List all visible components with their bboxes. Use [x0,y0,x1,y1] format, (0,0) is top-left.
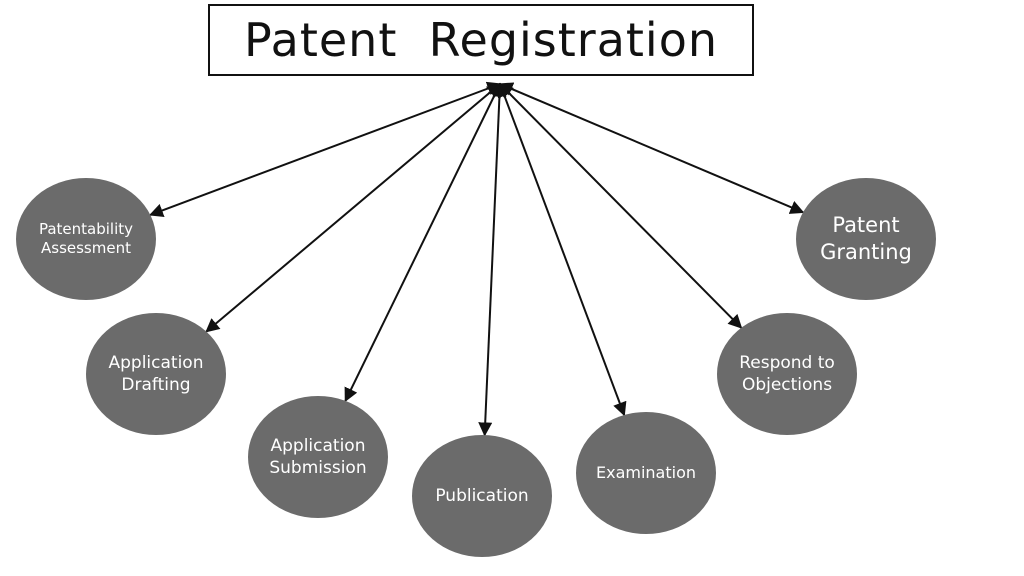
node-examination [576,412,716,534]
nodes-layer [16,178,936,557]
title-box: Patent Registration [208,4,754,76]
node-patent-granting [796,178,936,300]
arrow-title-to-patent-granting [498,82,805,214]
arrow-title-to-respond-to-objections [499,83,743,329]
edges-layer [149,81,805,437]
node-application-submission [248,396,388,518]
arrow-title-to-application-submission [344,82,501,403]
arrow-title-to-examination [497,82,627,417]
node-publication [412,435,552,557]
node-respond-to-objections [717,313,857,435]
arrow-title-to-patentability-assessment [149,81,502,218]
node-patentability-assessment [16,178,156,300]
arrow-title-to-publication [478,82,507,437]
diagram-title: Patent Registration [243,13,719,67]
node-application-drafting [86,313,226,435]
arrow-title-to-application-drafting [205,83,502,333]
